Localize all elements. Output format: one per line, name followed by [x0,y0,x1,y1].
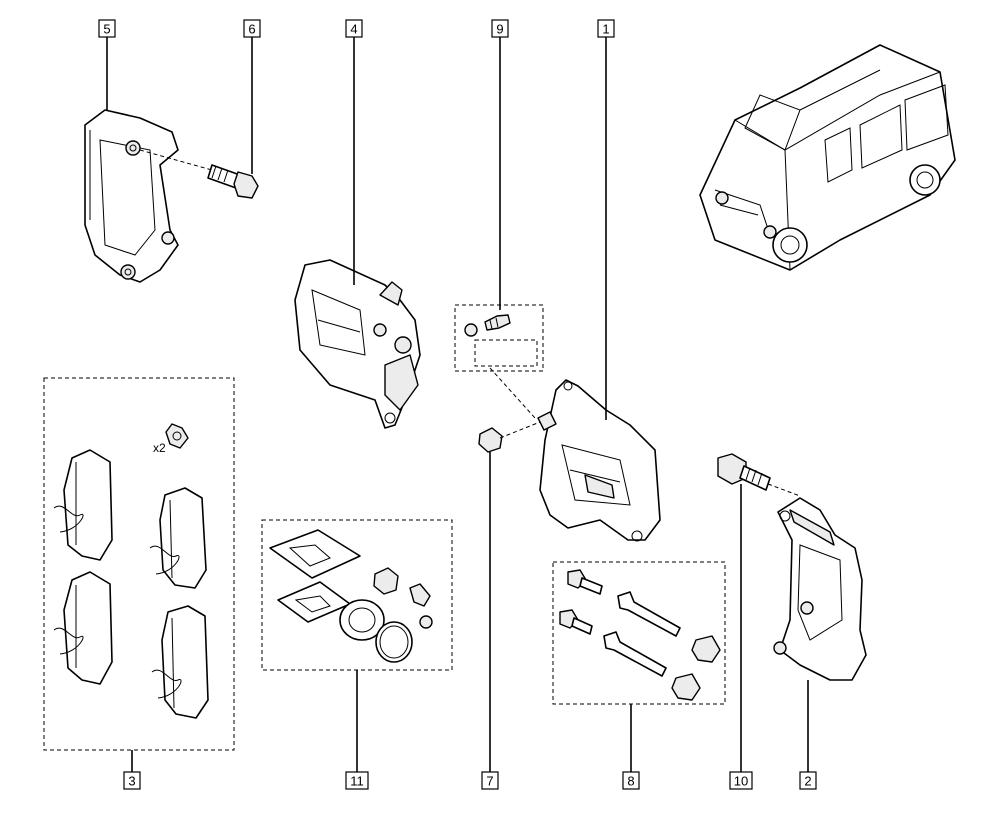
seal-kit-part-11 [261,519,453,671]
caliper-bracket-part-2 [773,497,867,681]
callout-8-label: 8 [627,774,634,789]
callout-2-label: 2 [804,774,811,789]
callout-5-label: 5 [103,22,110,37]
callout-8: 8 [622,771,640,790]
brake-caliper-part-4 [294,259,421,429]
callout-4-label: 4 [350,22,357,37]
bolt-part-6 [139,149,259,199]
caliper-bracket-part-5 [84,109,179,283]
bolt-part-10 [717,453,801,497]
van-illustration [699,44,956,271]
leader-lines [106,37,809,772]
callout-5: 5 [98,19,116,38]
callout-9-label: 9 [496,22,503,37]
callout-1: 1 [597,19,615,38]
callout-11-label: 11 [350,774,364,789]
bleed-screw-kit-part-9 [454,304,544,419]
callout-7: 7 [481,771,499,790]
callout-7-label: 7 [486,774,493,789]
callout-10-label: 10 [734,774,748,789]
callout-6: 6 [243,19,261,38]
guide-pin-kit-part-8 [552,561,726,705]
brake-caliper-part-1 [537,379,661,542]
callout-9: 9 [491,19,509,38]
brake-pad-set-part-3: x2 [43,377,235,751]
callout-4: 4 [345,19,363,38]
callout-3: 3 [123,771,141,790]
quantity-x2-label: x2 [153,441,166,455]
callout-3-label: 3 [128,774,135,789]
callout-10: 10 [729,771,753,790]
callout-11: 11 [345,771,369,790]
callout-2: 2 [799,771,817,790]
dust-cap-part-7 [478,421,541,453]
callout-6-label: 6 [248,22,255,37]
callout-1-label: 1 [602,22,609,37]
